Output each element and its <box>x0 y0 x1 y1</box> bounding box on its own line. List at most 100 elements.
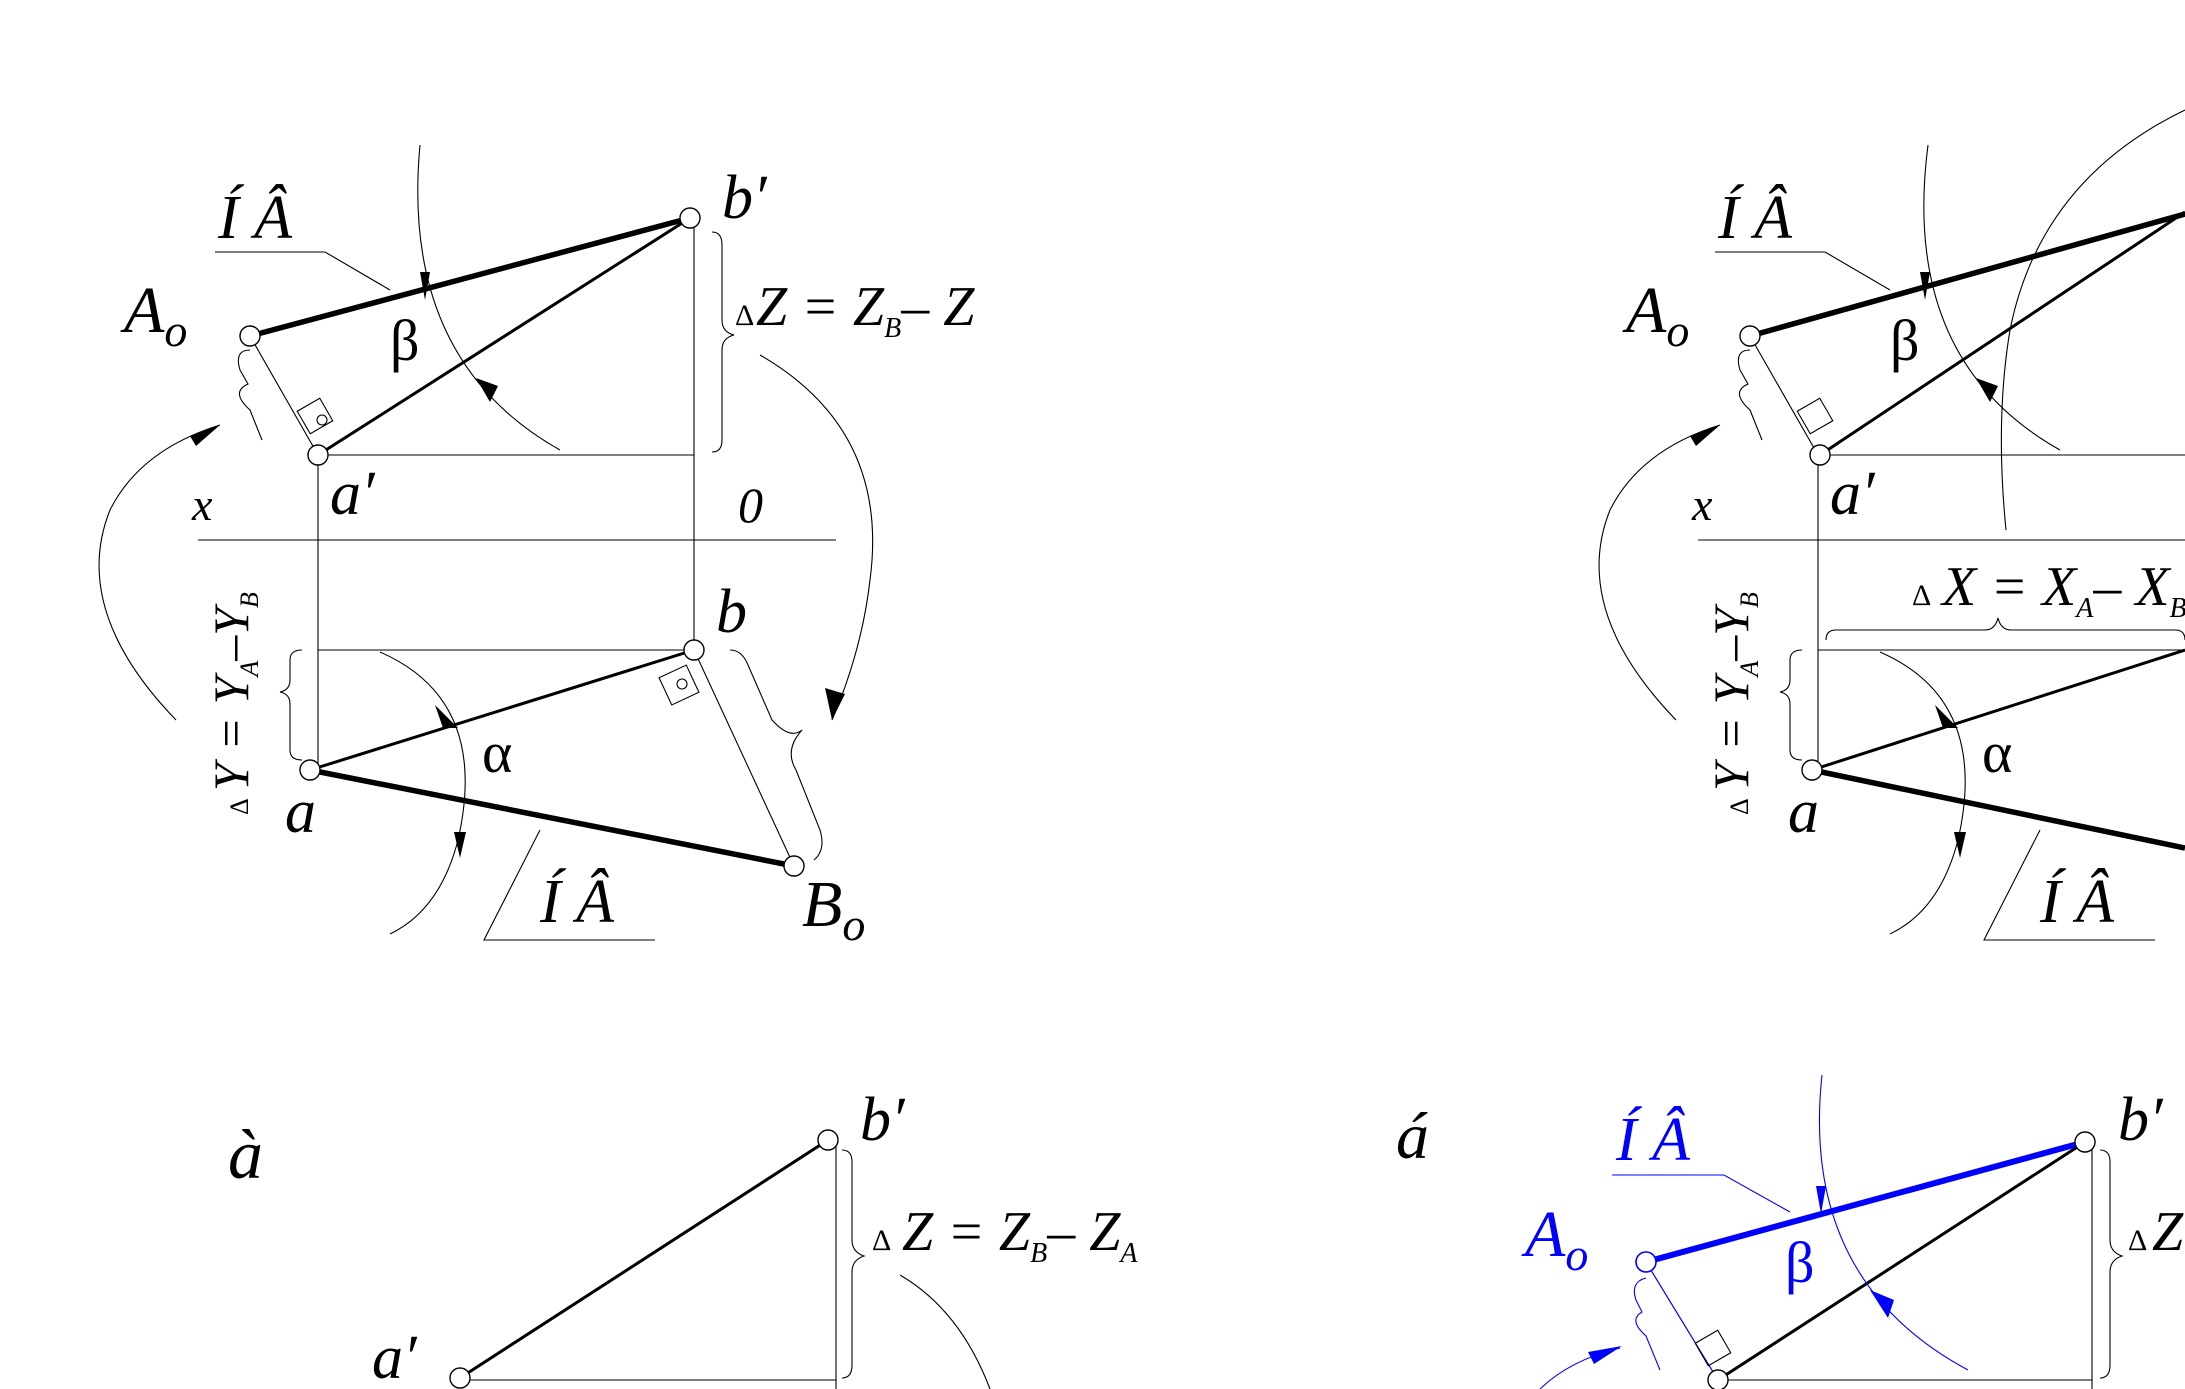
label-nv-top: Í Â <box>539 868 615 936</box>
arrow-alpha-bottom <box>1954 832 1966 858</box>
leader-nv-front <box>1715 251 1891 291</box>
point-a <box>299 759 321 781</box>
angle-beta: β <box>1785 1230 1815 1295</box>
brace-dz <box>841 1149 866 1379</box>
rotation-arc-left <box>1598 424 1721 721</box>
arrow-beta-bottom <box>476 378 498 402</box>
brace-dz <box>2099 1149 2124 1379</box>
point-a-prime <box>1809 444 1831 466</box>
dy-delta: Δ <box>1725 798 1754 815</box>
axis-x-label: x <box>1691 479 1713 530</box>
label-nv-front: Í Â <box>1717 184 1793 252</box>
arc-alpha <box>379 651 466 935</box>
true-length-top <box>1811 767 2185 851</box>
panel-caption: à <box>228 1117 263 1194</box>
label-A0: Ao <box>120 274 187 356</box>
dy-label: Y = YA–YB <box>203 592 264 791</box>
segment-a-prime-b-prime <box>1819 210 2185 457</box>
label-A0: Ao <box>1622 274 1689 356</box>
label-a: a <box>285 778 316 846</box>
true-length-front <box>1749 211 2185 339</box>
arrow-alpha-bottom <box>454 832 466 858</box>
arrow-beta-top <box>1920 272 1930 300</box>
point-b-prime <box>679 207 701 229</box>
arrow-left <box>190 425 220 446</box>
label-a-prime: a′ <box>372 1324 418 1389</box>
label-b-prime: b′ <box>860 1086 906 1154</box>
dz-label: Z = ZB– ZA <box>902 1201 1138 1269</box>
label-nv-top: Í Â <box>2039 868 2115 936</box>
label-a-prime: a′ <box>1830 460 1876 528</box>
arrow-alpha-top <box>1935 705 1958 728</box>
label-nv-front: Í Â <box>1615 1106 1691 1174</box>
arc-beta <box>1818 1074 1969 1371</box>
panel-1: x 0 Ao b′ a′ b a Bo β α <box>98 144 975 950</box>
point-b <box>683 639 705 661</box>
brace-dx <box>1825 617 2185 641</box>
brace-a0 <box>1737 349 1763 441</box>
point-A0 <box>1635 1251 1657 1273</box>
angle-beta: β <box>1890 308 1920 373</box>
arc-beta <box>1923 144 2061 451</box>
brace-a0 <box>237 349 263 441</box>
dz-delta: Δ <box>735 299 754 332</box>
arrow-right <box>825 688 845 720</box>
label-a: a <box>1788 778 1819 846</box>
arc-alpha <box>1879 651 1966 935</box>
dy-label: Y = YA–YB <box>1703 592 1764 791</box>
arrow-beta-bottom <box>1976 378 1998 402</box>
right-angle-mark-top <box>658 664 700 706</box>
arrow-alpha-top <box>435 705 458 728</box>
segment-a-prime-b-prime <box>1717 1140 2086 1382</box>
dx-label: X = XA– XB <box>1940 556 2185 624</box>
brace-dz <box>711 231 735 453</box>
arc-beta <box>417 144 561 451</box>
dz-delta: Δ <box>2128 1224 2147 1257</box>
axis-zero-label: 0 <box>738 477 763 533</box>
dz-delta: Δ <box>872 1224 891 1257</box>
perp-b0 <box>693 649 795 867</box>
leader-nv-top <box>1983 829 2155 941</box>
panel-4: á Ao b′ β Í Â Δ Z <box>1396 1074 2184 1389</box>
label-B0: Bo <box>802 868 865 950</box>
rotation-arc-right <box>759 354 874 721</box>
label-a-prime: a′ <box>330 460 376 528</box>
segment-a-b <box>309 648 695 772</box>
arc-large <box>2000 109 2185 531</box>
rotation-arc-left <box>98 424 221 721</box>
leader-nv-top <box>483 829 655 941</box>
perp-a0 <box>249 335 319 456</box>
angle-alpha: α <box>1982 720 2012 785</box>
dz-label: Z <box>2152 1201 2184 1263</box>
point-A0 <box>239 325 261 347</box>
arrow-beta-top <box>1816 1186 1826 1214</box>
panel-2: x Ao a′ a β α Í Â Í Â Δ <box>1598 109 2185 941</box>
arrow-beta-top <box>420 272 430 300</box>
dz-label: Z = ZB– Z <box>756 276 975 344</box>
rotation-arc <box>899 1274 991 1389</box>
dx-delta: Δ <box>1912 579 1931 612</box>
true-length-top <box>309 767 795 869</box>
segment-a-b <box>1811 648 2185 772</box>
perp-a0-highlight <box>1645 1261 1719 1381</box>
brace-dy <box>1779 649 1803 761</box>
arrow-beta-bottom <box>1870 1290 1894 1318</box>
point-A0 <box>1739 325 1761 347</box>
arrow-left <box>1588 1346 1622 1364</box>
leader-nv-front <box>1612 1174 1791 1213</box>
point-B0 <box>783 855 805 877</box>
label-b-prime: b′ <box>722 164 768 232</box>
true-length-front <box>249 215 691 339</box>
label-b: b <box>716 578 747 646</box>
label-nv-front: Í Â <box>217 184 293 252</box>
arrow-left <box>1690 425 1720 446</box>
label-b-prime: b′ <box>2118 1086 2164 1154</box>
perp-a0 <box>1749 335 1819 456</box>
brace-dy <box>279 649 303 761</box>
point-b-prime <box>817 1129 839 1151</box>
point-a-prime <box>449 1367 471 1389</box>
right-angle-mark <box>1694 1329 1732 1367</box>
panel-3: à a′ b′ Δ Z = ZB– ZA <box>228 1086 1138 1389</box>
angle-alpha: α <box>482 720 512 785</box>
